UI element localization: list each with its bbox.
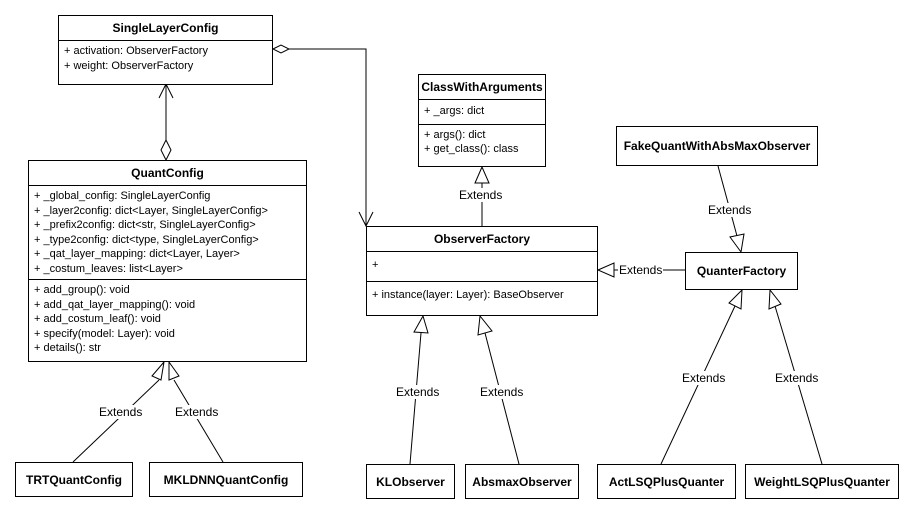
method: + details(): str <box>34 342 101 354</box>
attributes-section: + _global_config: SingleLayerConfig + _l… <box>29 185 306 279</box>
class-name: SingleLayerConfig <box>112 21 219 35</box>
attribute: + _type2config: dict<type, SingleLayerCo… <box>34 233 259 246</box>
extends-triangle-kl <box>413 314 429 334</box>
edge-label-fakequant-extends: Extends <box>707 203 753 217</box>
method: + get_class(): class <box>424 143 519 155</box>
edge-label-quanterfactory-extends: Extends <box>618 263 664 277</box>
class-absmaxobserver: AbsmaxObserver <box>465 464 579 499</box>
class-name: AbsmaxObserver <box>472 474 572 489</box>
class-name: TRTQuantConfig <box>26 472 122 487</box>
attribute: + <box>372 259 379 271</box>
method: + args(): dict <box>424 128 486 141</box>
attribute: + activation: ObserverFactory <box>64 45 208 57</box>
extends-triangle-quanterfactory-top <box>729 233 745 254</box>
class-klobserver: KLObserver <box>366 464 455 499</box>
class-observerfactory: ObserverFactory + + instance(layer: Laye… <box>366 226 598 316</box>
class-name: KLObserver <box>376 474 445 489</box>
attribute: + _prefix2config: dict<str, SingleLayerC… <box>34 219 256 231</box>
class-quantconfig: QuantConfig + _global_config: SingleLaye… <box>28 160 307 362</box>
attributes-section: + activation: ObserverFactory + weight: … <box>59 40 272 76</box>
aggregation-line-singlelayerconfig-observerfactory <box>289 48 367 226</box>
method: + add_group(): void <box>34 284 130 296</box>
class-mkldnnquantconfig: MKLDNNQuantConfig <box>149 462 303 497</box>
class-name: MKLDNNQuantConfig <box>163 472 289 487</box>
aggregation-diamond-singlelayerconfig <box>271 44 291 54</box>
edge-label-weightlsq-extends: Extends <box>774 371 820 385</box>
attribute: + _args: dict <box>424 105 485 117</box>
class-fakequantwithabsmaxobserver: FakeQuantWithAbsMaxObserver <box>616 126 818 166</box>
extends-line-actlsq <box>660 305 736 465</box>
attribute: + _layer2config: dict<Layer, SingleLayer… <box>34 204 268 217</box>
edge-label-actlsq-extends: Extends <box>681 371 727 385</box>
class-actlsqplusquanter: ActLSQPlusQuanter <box>597 464 736 499</box>
class-singlelayerconfig: SingleLayerConfig + activation: Observer… <box>58 15 273 85</box>
method: + specify(model: Layer): void <box>34 327 175 340</box>
class-name: FakeQuantWithAbsMaxObserver <box>623 139 811 153</box>
extends-line-weightlsq <box>774 305 823 465</box>
edge-label-absmax-extends: Extends <box>479 385 525 399</box>
attribute: + _costum_leaves: list<Layer> <box>34 262 183 275</box>
edge-label-mkldnn-extends: Extends <box>174 405 220 419</box>
class-weightlsqplusquanter: WeightLSQPlusQuanter <box>745 464 899 499</box>
method: + instance(layer: Layer): BaseObserver <box>372 288 564 301</box>
extends-triangle-absmax <box>477 314 493 336</box>
method: + add_costum_leaf(): void <box>34 313 161 325</box>
class-trtquantconfig: TRTQuantConfig <box>15 462 133 497</box>
attributes-section: + <box>367 251 597 281</box>
class-name: WeightLSQPlusQuanter <box>754 474 890 489</box>
extends-line-fakequant <box>717 165 738 237</box>
methods-section: + add_group(): void + add_qat_layer_mapp… <box>29 279 306 359</box>
extends-triangle-classwitharguments <box>474 165 490 184</box>
extends-line-trt <box>72 379 160 463</box>
method: + add_qat_layer_mapping(): void <box>34 298 196 311</box>
class-classwitharguments: ClassWithArguments + _args: dict + args(… <box>418 74 546 167</box>
methods-section: + instance(layer: Layer): BaseObserver <box>367 280 597 306</box>
class-quanterfactory: QuanterFactory <box>685 252 798 290</box>
class-name: ActLSQPlusQuanter <box>608 474 725 489</box>
aggregation-diamond-quantconfig <box>160 138 172 162</box>
class-name: ClassWithArguments <box>421 80 543 94</box>
extends-triangle-weightlsq <box>768 288 782 310</box>
attribute: + _global_config: SingleLayerConfig <box>34 190 211 202</box>
extends-triangle-mkldnn <box>168 360 180 381</box>
class-name: QuanterFactory <box>696 264 787 278</box>
class-name: ObserverFactory <box>433 232 531 246</box>
extends-triangle-actlsq <box>728 288 743 310</box>
edge-label-kl-extends: Extends <box>395 385 441 399</box>
edge-label-trt-extends: Extends <box>98 405 144 419</box>
attributes-section: + _args: dict <box>419 99 545 124</box>
methods-section: + args(): dict + get_class(): class <box>419 123 545 160</box>
extends-triangle-trt <box>151 360 165 381</box>
class-name: QuantConfig <box>131 166 204 180</box>
attribute: + _qat_layer_mapping: dict<Layer, Layer> <box>34 248 240 260</box>
attribute: + weight: ObserverFactory <box>64 59 194 72</box>
extends-line-mkldnn <box>173 379 224 463</box>
edge-label-observerfactory-extends: Extends <box>458 188 504 202</box>
extends-triangle-observerfactory-right <box>596 262 615 278</box>
